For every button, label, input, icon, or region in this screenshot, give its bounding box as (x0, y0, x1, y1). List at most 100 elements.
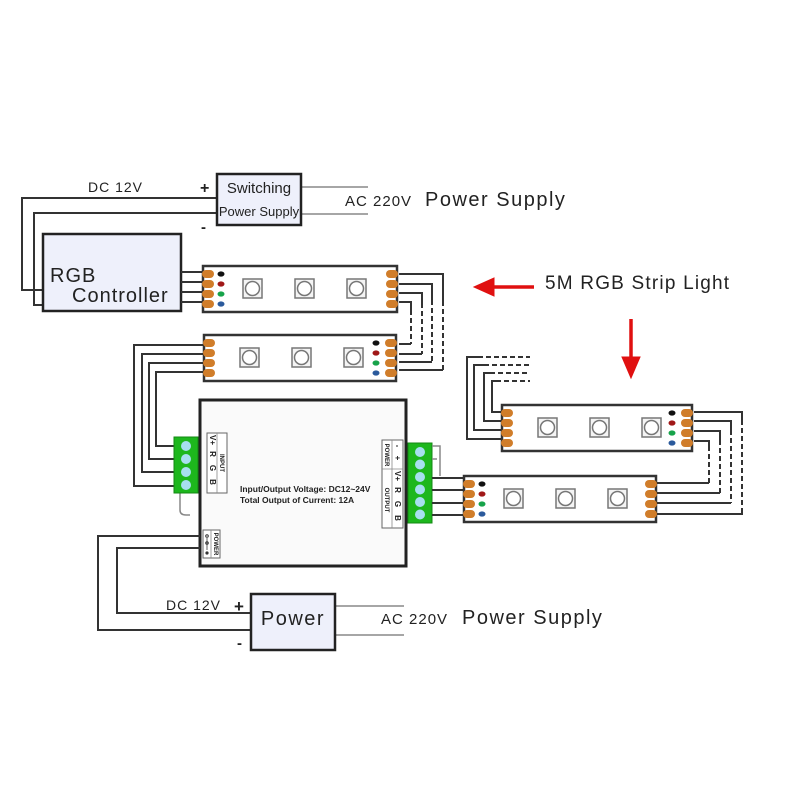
terminal-screw-hole (181, 441, 191, 451)
solder-pad (386, 290, 398, 298)
wire-color-dot (217, 281, 225, 287)
amp-spec-voltage: Input/Output Voltage: DC12~24V (240, 484, 371, 494)
output-pin-label: B (393, 515, 402, 521)
led-lens (244, 280, 261, 297)
power-pin-label: - (393, 445, 402, 448)
terminal-screw-hole (415, 509, 425, 520)
bottom-ac-voltage-label: AC 220V (381, 611, 448, 628)
left-pointing-arrow-icon (472, 277, 534, 297)
wire-color-dot (372, 350, 380, 356)
led-lens (505, 490, 522, 507)
strip-3-details (501, 409, 693, 447)
solder-pad (645, 500, 657, 508)
strip-1-details (202, 270, 398, 308)
led-lens (345, 349, 362, 366)
solder-pad (385, 349, 397, 357)
switching-supply-line1: Switching (227, 180, 291, 197)
bottom-power-wires (97, 535, 404, 636)
solder-pad (501, 419, 513, 427)
bottom-plus-sign: + (234, 597, 244, 616)
output-pin-label: R (393, 487, 402, 493)
solder-pad (463, 480, 475, 488)
wire-color-dot (668, 440, 676, 446)
input-pin-label: V+ (208, 435, 217, 445)
terminal-screw-hole (415, 459, 425, 470)
solder-pad (463, 500, 475, 508)
controller-label-line2: Controller (72, 285, 169, 307)
led-lens (348, 280, 365, 297)
output-pin-label: G (393, 501, 402, 507)
wire-color-dot (217, 291, 225, 297)
solder-pad (501, 439, 513, 447)
strip1-to-strip2-wires (399, 273, 444, 371)
solder-pad (463, 490, 475, 498)
wire-color-dot (217, 271, 225, 277)
top-power-wires (21, 186, 368, 306)
solder-pad (203, 339, 215, 347)
led-lens (539, 419, 556, 436)
wire-color-dot (217, 301, 225, 307)
wire-color-dot (372, 360, 380, 366)
amp-power-in-panel (202, 529, 221, 559)
rgb-controller-box (41, 232, 183, 313)
input-pin-label: B (208, 479, 217, 485)
led-lens (609, 490, 626, 507)
solder-pad (203, 359, 215, 367)
bottom-power-box (249, 592, 337, 652)
solder-pad (645, 480, 657, 488)
led-lens (293, 349, 310, 366)
strip-light-label: 5M RGB Strip Light (545, 273, 730, 294)
terminal-screw-hole (415, 497, 425, 507)
amp-input-panel (206, 432, 228, 494)
solder-pad (202, 290, 214, 298)
solder-pad (386, 280, 398, 288)
solder-pad (501, 429, 513, 437)
led-lens (241, 349, 258, 366)
solder-pad (202, 300, 214, 308)
power-in-panel-title: POWER (212, 533, 218, 556)
solder-pad (385, 339, 397, 347)
top-dc-voltage-label: DC 12V (88, 179, 143, 195)
amp-output-panel (381, 439, 404, 529)
solder-pad (385, 359, 397, 367)
switching-supply-line2: Power Supply (219, 204, 300, 219)
wire-color-dot (372, 340, 380, 346)
strip-details (181, 270, 693, 520)
switching-power-supply-box (215, 172, 303, 227)
top-minus-sign: - (201, 219, 206, 236)
input-pin-label: R (208, 451, 217, 457)
bottom-dc-voltage-label: DC 12V (166, 597, 221, 613)
terminal-screw-hole (415, 472, 425, 482)
solder-pad (501, 409, 513, 417)
solder-pad (681, 419, 693, 427)
terminal-screw-hole (181, 467, 191, 477)
wire-color-dot (478, 491, 486, 497)
top-ac-voltage-label: AC 220V (345, 193, 412, 210)
bottom-minus-sign: - (237, 635, 242, 652)
solder-pad (385, 369, 397, 377)
strip-2-details (203, 339, 397, 377)
solder-pad (386, 270, 398, 278)
power-out-panel-title: POWER (383, 444, 389, 467)
wire-color-dot (668, 420, 676, 426)
led-lens (591, 419, 608, 436)
strip3-input-wires (466, 356, 530, 440)
output-panel-title: OUTPUT (383, 488, 389, 513)
solder-pad (203, 349, 215, 357)
solder-pad (203, 369, 215, 377)
input-pin-label: G (208, 465, 217, 471)
led-lens (643, 419, 660, 436)
led-lens (557, 490, 574, 507)
amp-output-to-strip4-wires (432, 445, 468, 516)
input-panel-title: INPUT (218, 454, 224, 472)
led-strip-2 (202, 333, 398, 383)
bottom-power-supply-label: Power Supply (462, 607, 603, 629)
rgb-amplifier-box (198, 398, 408, 568)
solder-pad (386, 300, 398, 308)
output-pin-label: V+ (393, 471, 402, 481)
strip3-to-strip4-wires (655, 411, 743, 515)
solder-pad (681, 439, 693, 447)
solder-pad (202, 270, 214, 278)
